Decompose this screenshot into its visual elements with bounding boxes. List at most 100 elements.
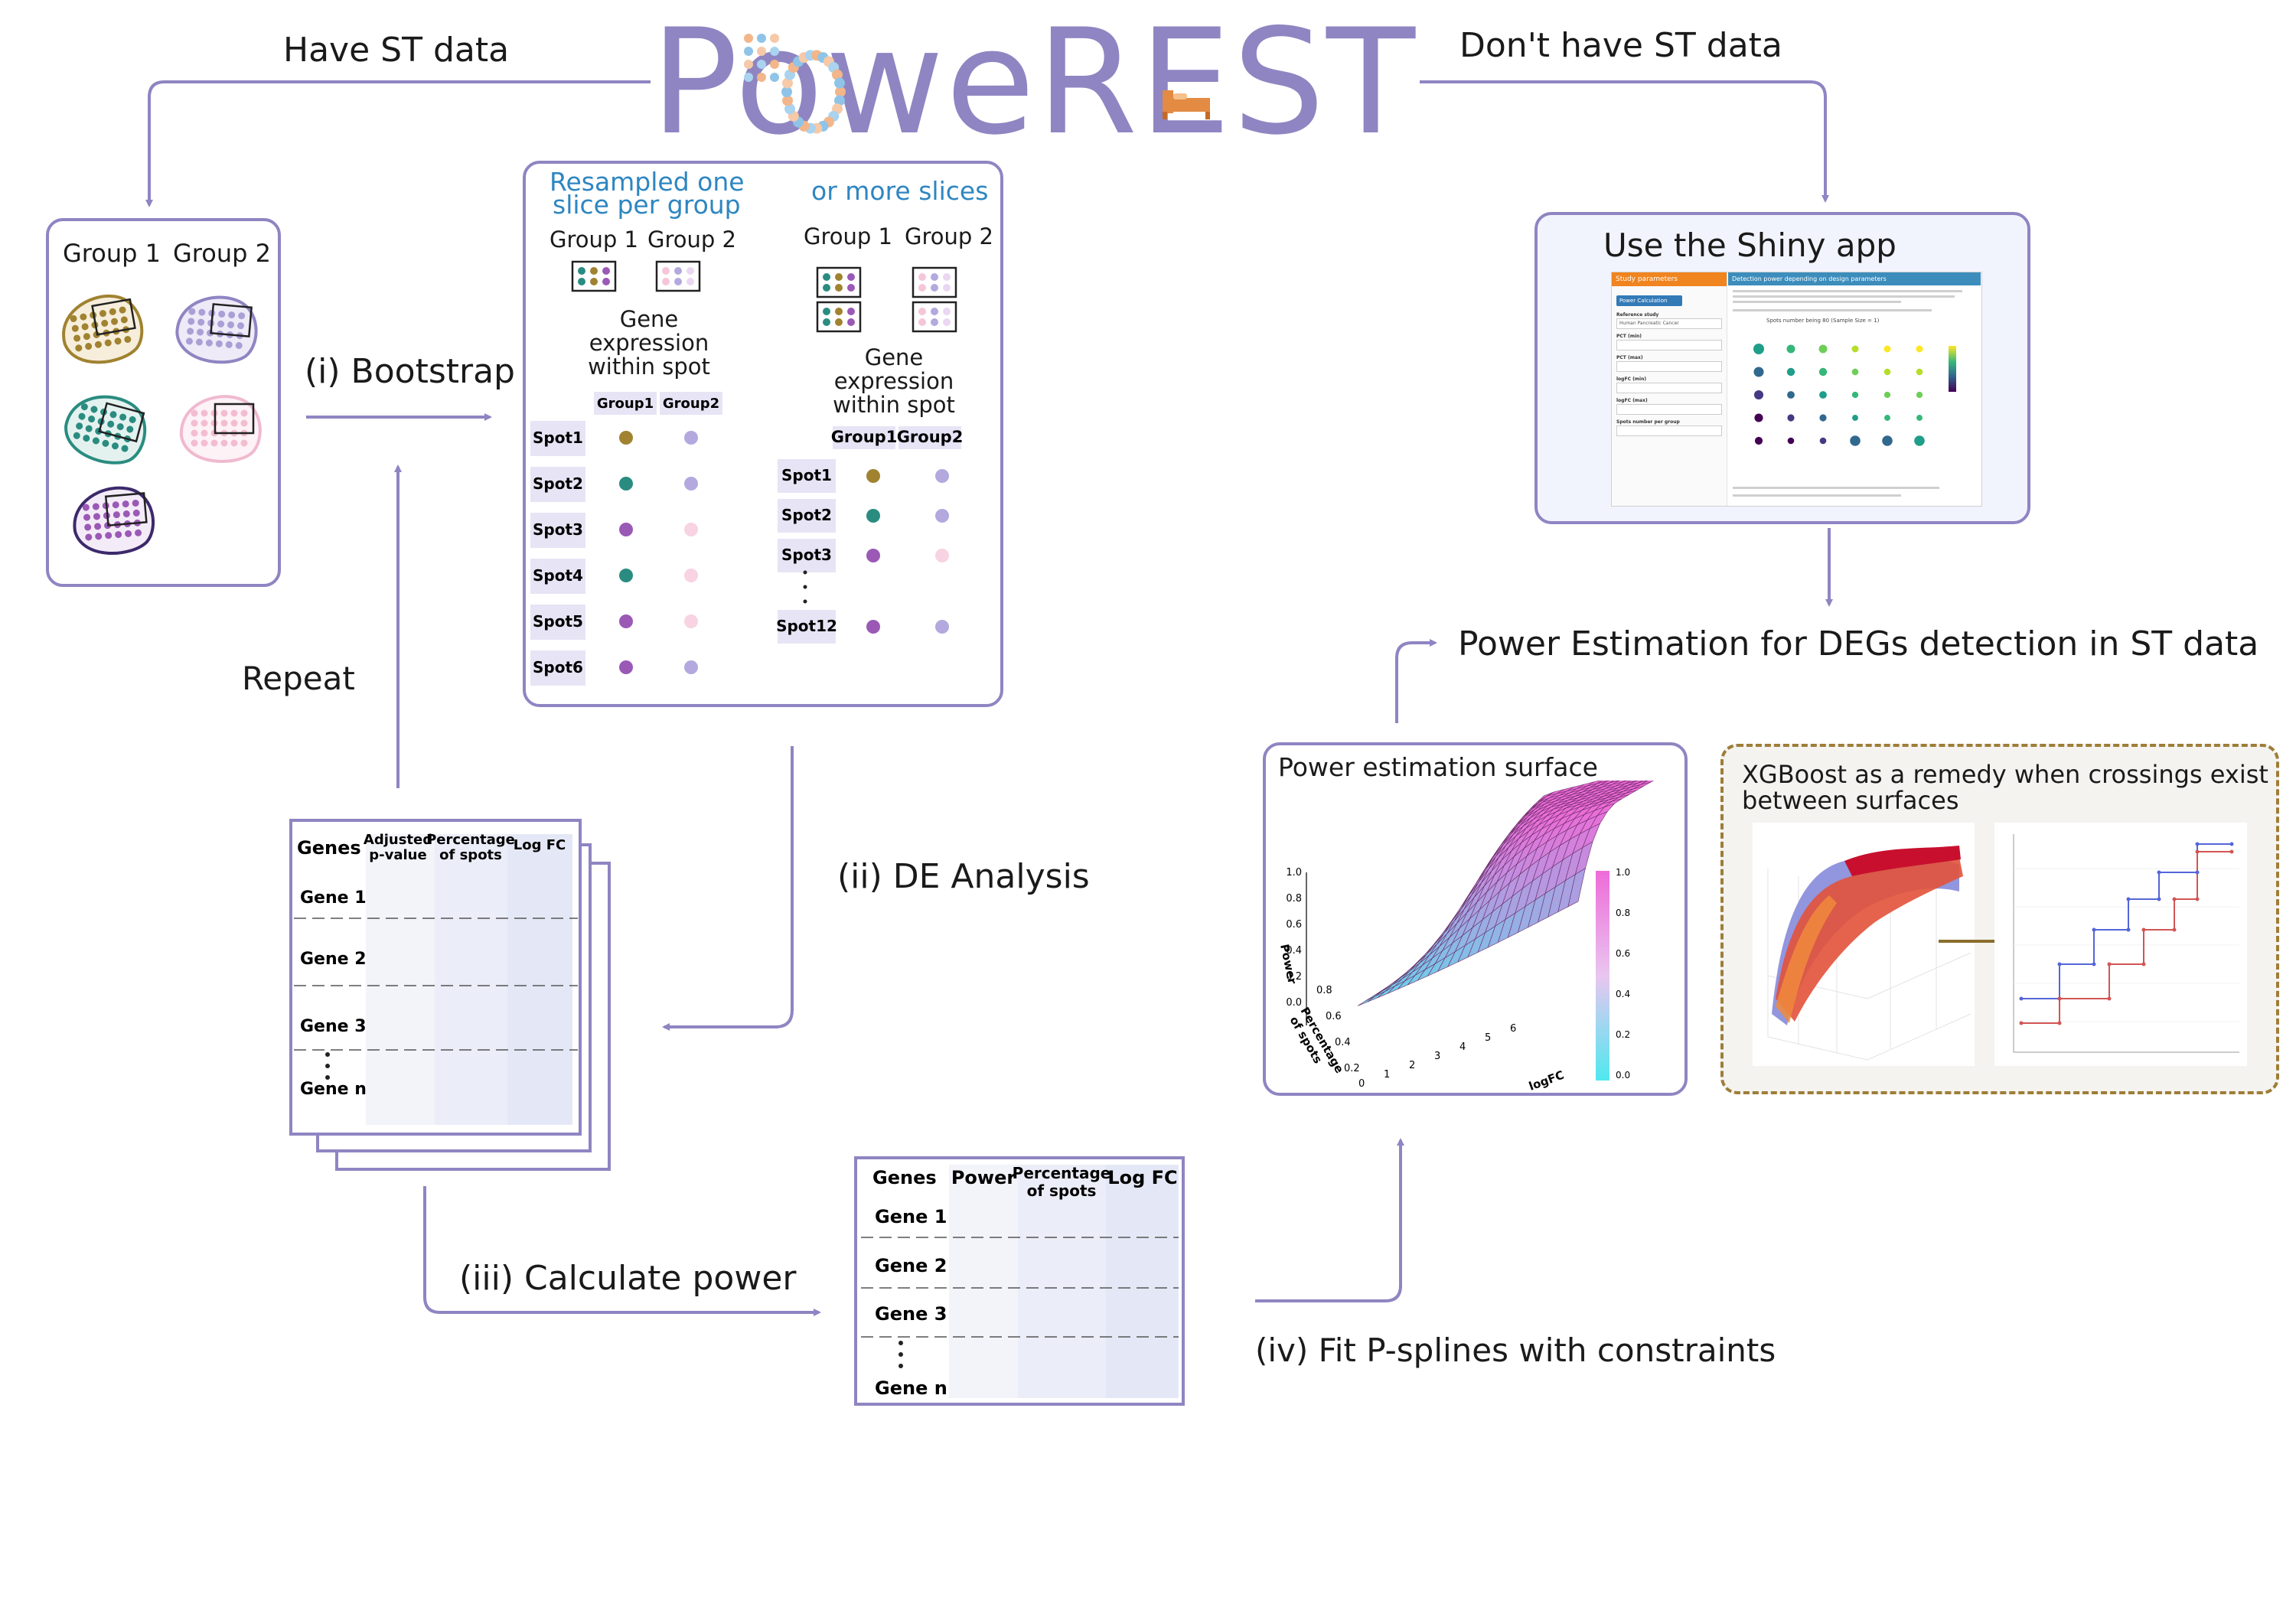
spot-dot: [93, 513, 100, 520]
y-tick: 0.4: [1335, 1037, 1351, 1048]
slice-box: [816, 301, 862, 333]
spot-dot: [185, 337, 193, 345]
spot-dot: [201, 439, 208, 447]
resample-one-title-line2: slice per group: [553, 190, 741, 220]
x-tick: 3: [1434, 1051, 1440, 1062]
spot-dot: [217, 320, 225, 328]
header-genes: Genes: [297, 837, 361, 859]
shiny-field-input[interactable]: [1616, 383, 1722, 393]
gene-expr-line3: within spot: [833, 392, 955, 418]
legend-tick: 1.0: [1616, 867, 1630, 878]
shiny-plot-dot: [1883, 368, 1891, 376]
shiny-field-input[interactable]: [1616, 425, 1722, 436]
title-dot: [831, 69, 843, 80]
resample-one-title-line1: Resampled one: [550, 167, 745, 197]
legend-tick: 0.4: [1616, 989, 1630, 999]
dont-have-st-label: Don't have ST data: [1459, 26, 1782, 65]
slice-dot: [578, 278, 585, 285]
slice-dot: [674, 267, 682, 275]
x-tick: 5: [1485, 1032, 1491, 1044]
resample-right-group1: Group 1: [804, 223, 892, 249]
gene-row-label: Gene 3: [300, 1017, 367, 1036]
gene-row-label: Gene n: [875, 1377, 947, 1399]
gene-expr-line1: Gene: [864, 344, 924, 370]
shiny-plot-dot: [1883, 345, 1891, 353]
slice-dot: [662, 278, 670, 285]
spot-dot: [240, 419, 248, 427]
shiny-field-input[interactable]: Human Pancreatic Cancer: [1616, 318, 1722, 329]
ellipsis-dot: [325, 1052, 330, 1057]
shiny-plot-dot: [1753, 367, 1764, 377]
column-header-bg: [899, 426, 961, 449]
shiny-plot-dot: [1852, 415, 1858, 421]
slice-dot: [943, 273, 951, 281]
gene-expr-line2: expression: [833, 368, 954, 394]
spot-dot: [84, 523, 92, 531]
shiny-plot-dot: [1819, 414, 1827, 422]
legend-tick: 0.8: [1616, 908, 1630, 918]
step-point-blue: [2092, 927, 2096, 932]
shiny-field-input[interactable]: [1616, 404, 1722, 415]
title-dot: [770, 60, 779, 69]
slice-dot: [847, 308, 855, 315]
ellipsis-dot: [899, 1364, 903, 1368]
spot-dot: [82, 504, 90, 511]
spot-label-bg: [530, 650, 585, 686]
resample-left-group2: Group 2: [647, 227, 736, 253]
spot-label-bg: [530, 513, 585, 548]
spot-dot: [111, 318, 119, 325]
shiny-calc-button[interactable]: Power Calculation: [1616, 295, 1682, 306]
de-analysis-label: (ii) DE Analysis: [837, 857, 1090, 896]
shiny-field-label: logFC (max): [1616, 398, 1648, 403]
legend-tick: 0.2: [1616, 1029, 1630, 1040]
spot-dot: [195, 338, 203, 346]
gene-row-label: Gene n: [300, 1080, 367, 1099]
spot-dot: [122, 500, 129, 508]
expression-dot-group2: [684, 477, 698, 491]
sample-window: [104, 492, 148, 527]
slice-dot: [835, 273, 843, 281]
slice-dot: [590, 278, 598, 285]
expression-dot-group1: [866, 549, 880, 562]
resample-right-gene-expression: Gene expression within spot: [802, 346, 986, 417]
x-axis-label: logFC: [1527, 1068, 1566, 1094]
shiny-field-input[interactable]: [1616, 340, 1722, 350]
ellipsis-dot: [325, 1075, 330, 1080]
slice-box: [655, 260, 701, 292]
spot-dot: [191, 419, 198, 427]
spot-dot: [191, 429, 198, 437]
title-dot: [744, 47, 753, 56]
spot-dot: [188, 318, 195, 325]
slice-dot: [835, 318, 843, 326]
shiny-plot-dot: [1850, 435, 1861, 446]
slice-box: [912, 266, 957, 298]
spot-dot: [85, 343, 93, 350]
column-bg: [366, 834, 435, 1125]
spot-dot: [191, 439, 198, 447]
shiny-plot-dot: [1819, 437, 1827, 445]
legend-tick: 0.0: [1616, 1070, 1630, 1081]
xgboost-title-line1: XGBoost as a remedy when crossings exist: [1742, 760, 2268, 789]
tissue-slice: [179, 395, 262, 463]
shiny-plot-dot: [1851, 368, 1859, 376]
spot-label-bg: [530, 605, 585, 640]
arrow-dont-have-st: [1420, 80, 1829, 203]
spot-dot: [116, 423, 124, 431]
title-dots-decoration: [744, 34, 846, 134]
spot-dot: [95, 533, 103, 540]
spot-dot: [83, 513, 91, 521]
spot-dot: [230, 409, 238, 417]
shiny-plot-dot: [1787, 414, 1795, 422]
step-point-blue: [2126, 897, 2131, 901]
spot-dot: [121, 445, 129, 452]
shiny-plot-dot: [1819, 391, 1827, 399]
spot-dot: [94, 341, 102, 348]
shiny-right-panel: Detection power depending on design para…: [1728, 272, 1981, 506]
spot-dot: [125, 530, 132, 537]
calc-power-label: (iii) Calculate power: [459, 1259, 797, 1298]
color-legend: [1596, 871, 1609, 1081]
step-point-red: [2172, 927, 2177, 932]
shiny-field-input[interactable]: [1616, 361, 1722, 372]
